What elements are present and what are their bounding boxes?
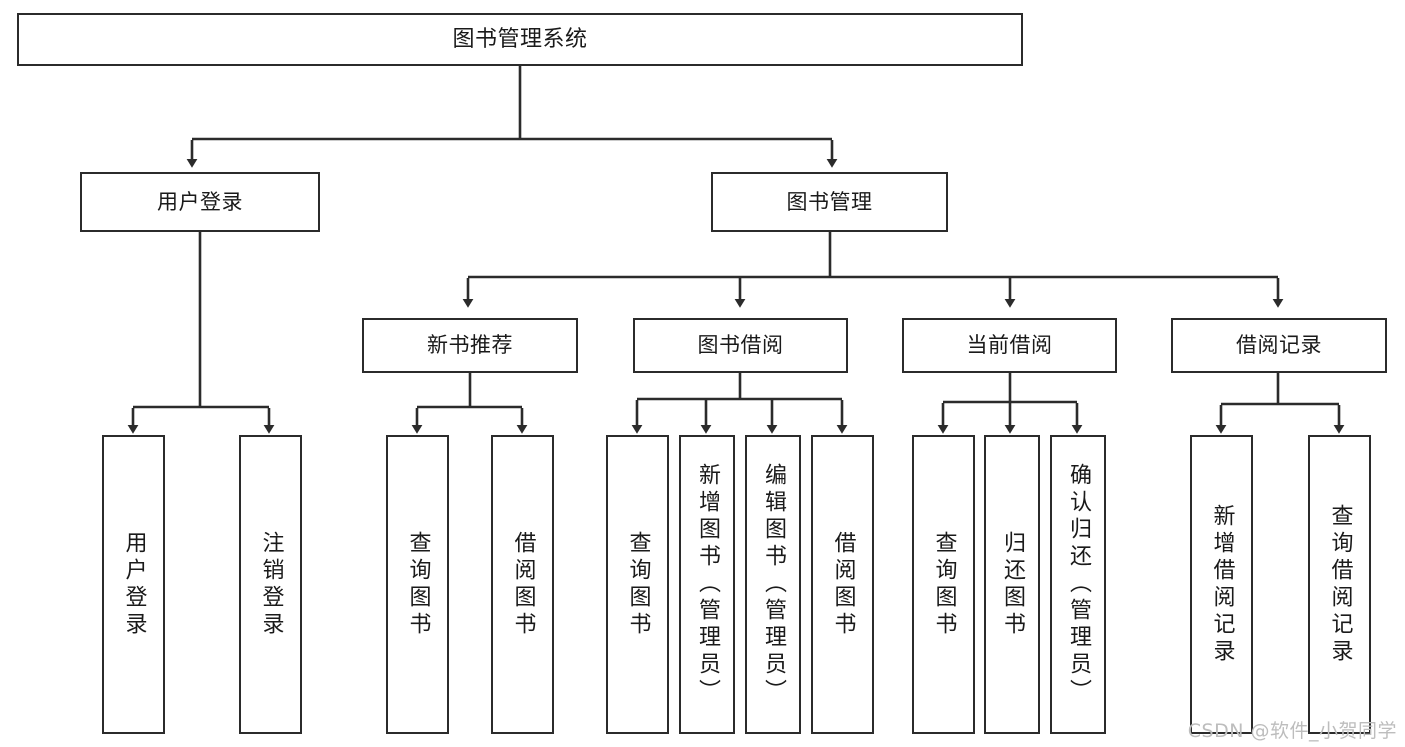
node-leaf-return-book-label: 归还图书 — [1000, 530, 1025, 639]
node-leaf-borrow-book-1-label: 借阅图书 — [510, 530, 536, 639]
node-leaf-query-book-1[interactable]: 查询图书 — [386, 435, 449, 734]
node-leaf-query-record-label: 查询借阅记录 — [1327, 503, 1353, 666]
node-leaf-add-book-label: 新增图书（管理员） — [695, 463, 720, 706]
node-current-borrow[interactable]: 当前借阅 — [902, 318, 1117, 373]
node-user-login-label: 用户登录 — [157, 189, 243, 214]
node-user-login[interactable]: 用户登录 — [80, 172, 320, 232]
node-book-manage[interactable]: 图书管理 — [711, 172, 948, 232]
node-leaf-edit-book-label: 编辑图书（管理员） — [761, 463, 786, 706]
watermark: CSDN @软件_小贺同学 — [1187, 720, 1397, 742]
node-root[interactable]: 图书管理系统 — [17, 13, 1023, 66]
node-root-label: 图书管理系统 — [452, 26, 588, 52]
node-leaf-user-logout[interactable]: 注销登录 — [239, 435, 302, 734]
node-borrow-record-label: 借阅记录 — [1236, 333, 1322, 358]
node-leaf-confirm-return[interactable]: 确认归还（管理员） — [1050, 435, 1106, 734]
node-leaf-borrow-book-1[interactable]: 借阅图书 — [491, 435, 554, 734]
node-leaf-confirm-return-label: 确认归还（管理员） — [1066, 463, 1091, 706]
node-leaf-query-book-3[interactable]: 查询图书 — [912, 435, 975, 734]
node-leaf-add-record[interactable]: 新增借阅记录 — [1190, 435, 1253, 734]
node-leaf-edit-book[interactable]: 编辑图书（管理员） — [745, 435, 801, 734]
node-book-manage-label: 图书管理 — [786, 189, 873, 214]
node-leaf-user-logout-label: 注销登录 — [258, 530, 284, 639]
node-leaf-query-record[interactable]: 查询借阅记录 — [1308, 435, 1371, 734]
node-book-borrow[interactable]: 图书借阅 — [633, 318, 848, 373]
node-current-borrow-label: 当前借阅 — [966, 333, 1053, 358]
node-leaf-add-record-label: 新增借阅记录 — [1209, 503, 1235, 666]
node-book-borrow-label: 图书借阅 — [697, 333, 784, 358]
node-new-book-recommend-label: 新书推荐 — [427, 333, 513, 358]
node-leaf-user-login[interactable]: 用户登录 — [102, 435, 165, 734]
node-new-book-recommend[interactable]: 新书推荐 — [362, 318, 578, 373]
node-leaf-query-book-3-label: 查询图书 — [931, 530, 957, 639]
node-leaf-query-book-2[interactable]: 查询图书 — [606, 435, 669, 734]
node-leaf-user-login-label: 用户登录 — [121, 530, 147, 639]
node-leaf-query-book-2-label: 查询图书 — [625, 530, 651, 639]
node-leaf-add-book[interactable]: 新增图书（管理员） — [679, 435, 735, 734]
node-leaf-borrow-book-2-label: 借阅图书 — [830, 530, 856, 639]
node-leaf-query-book-1-label: 查询图书 — [405, 530, 431, 639]
node-leaf-borrow-book-2[interactable]: 借阅图书 — [811, 435, 874, 734]
node-borrow-record[interactable]: 借阅记录 — [1171, 318, 1387, 373]
node-leaf-return-book[interactable]: 归还图书 — [984, 435, 1040, 734]
